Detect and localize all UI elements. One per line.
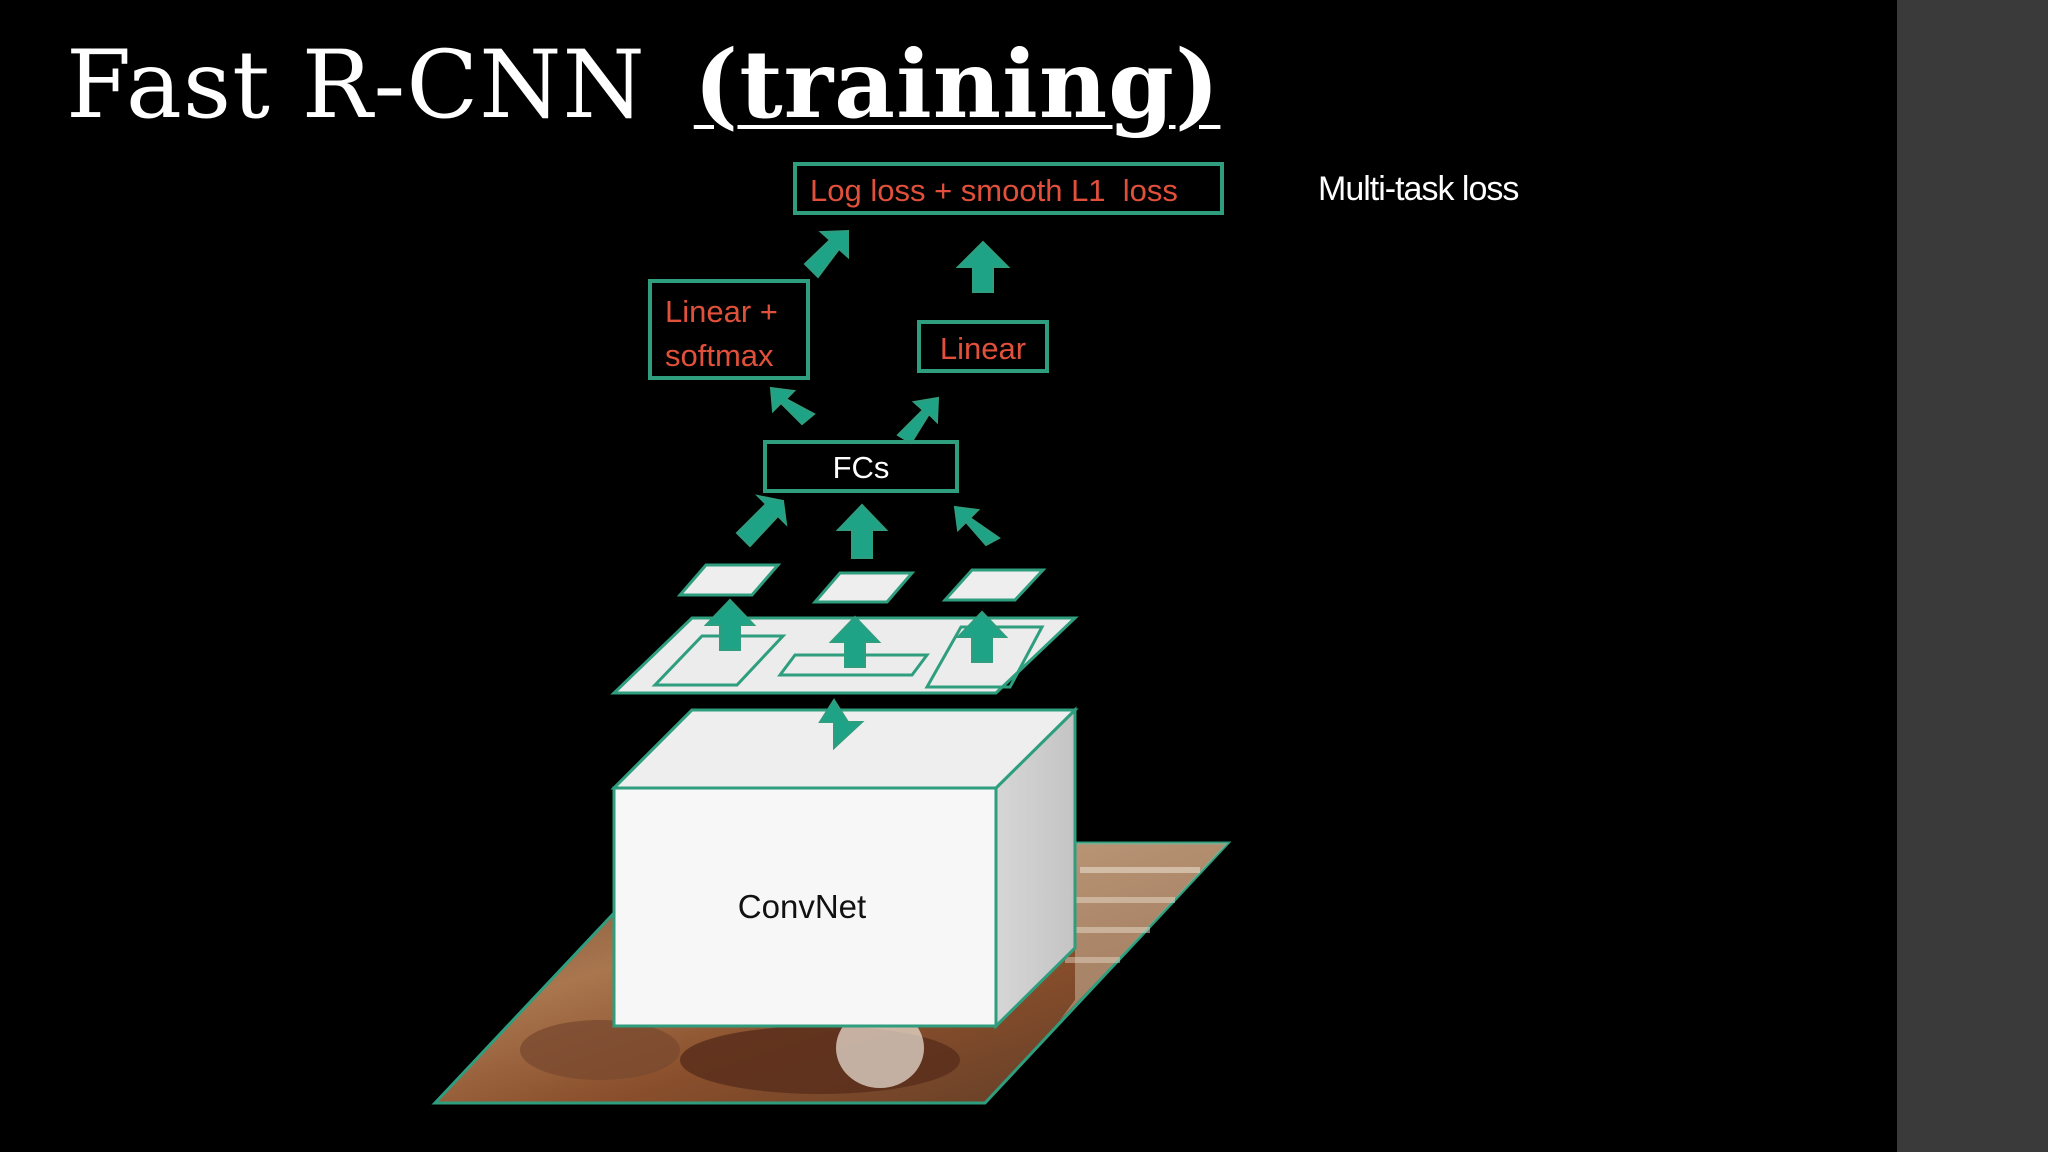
regressor-label: Linear (940, 331, 1026, 366)
fcs-label: FCs (833, 450, 890, 485)
diagonal-arrow-icon (896, 396, 940, 445)
diagonal-arrow-icon (735, 494, 788, 548)
convnet-cube (610, 706, 1079, 1030)
up-arrow-icon (818, 698, 865, 751)
classifier-label-line1: Linear + (665, 294, 778, 329)
title-main: Fast R-CNN (66, 31, 646, 140)
diagonal-arrow-icon (769, 386, 816, 426)
slide-title: Fast R-CNN (training) (66, 30, 1220, 140)
loss-label: Log loss + smooth L1 loss (810, 173, 1178, 208)
fcs-box (763, 440, 959, 493)
up-arrow-icon (703, 598, 757, 651)
multi-task-loss-note: Multi-task loss (1318, 170, 1519, 208)
title-emphasis: (training) (693, 30, 1221, 140)
loss-box (793, 162, 1224, 215)
up-arrow-icon (955, 610, 1009, 663)
regressor-box (917, 320, 1049, 373)
up-arrow-icon (828, 615, 882, 668)
roi-feature-left (676, 563, 782, 597)
fast-rcnn-diagram: ConvNet FCs (431, 162, 1232, 1105)
roi-feature-middle (811, 571, 916, 604)
side-panel (1897, 0, 2048, 1152)
slide: Fast R-CNN (training) (66, 30, 1520, 1105)
diagonal-arrow-icon (953, 505, 1001, 547)
classifier-label-line2: softmax (665, 338, 774, 373)
convnet-label: ConvNet (738, 888, 866, 925)
up-arrow-icon (835, 503, 889, 559)
diagonal-arrow-icon (803, 229, 849, 279)
classifier-box (648, 279, 810, 380)
roi-feature-right (941, 568, 1047, 602)
up-arrow-icon (955, 240, 1011, 293)
